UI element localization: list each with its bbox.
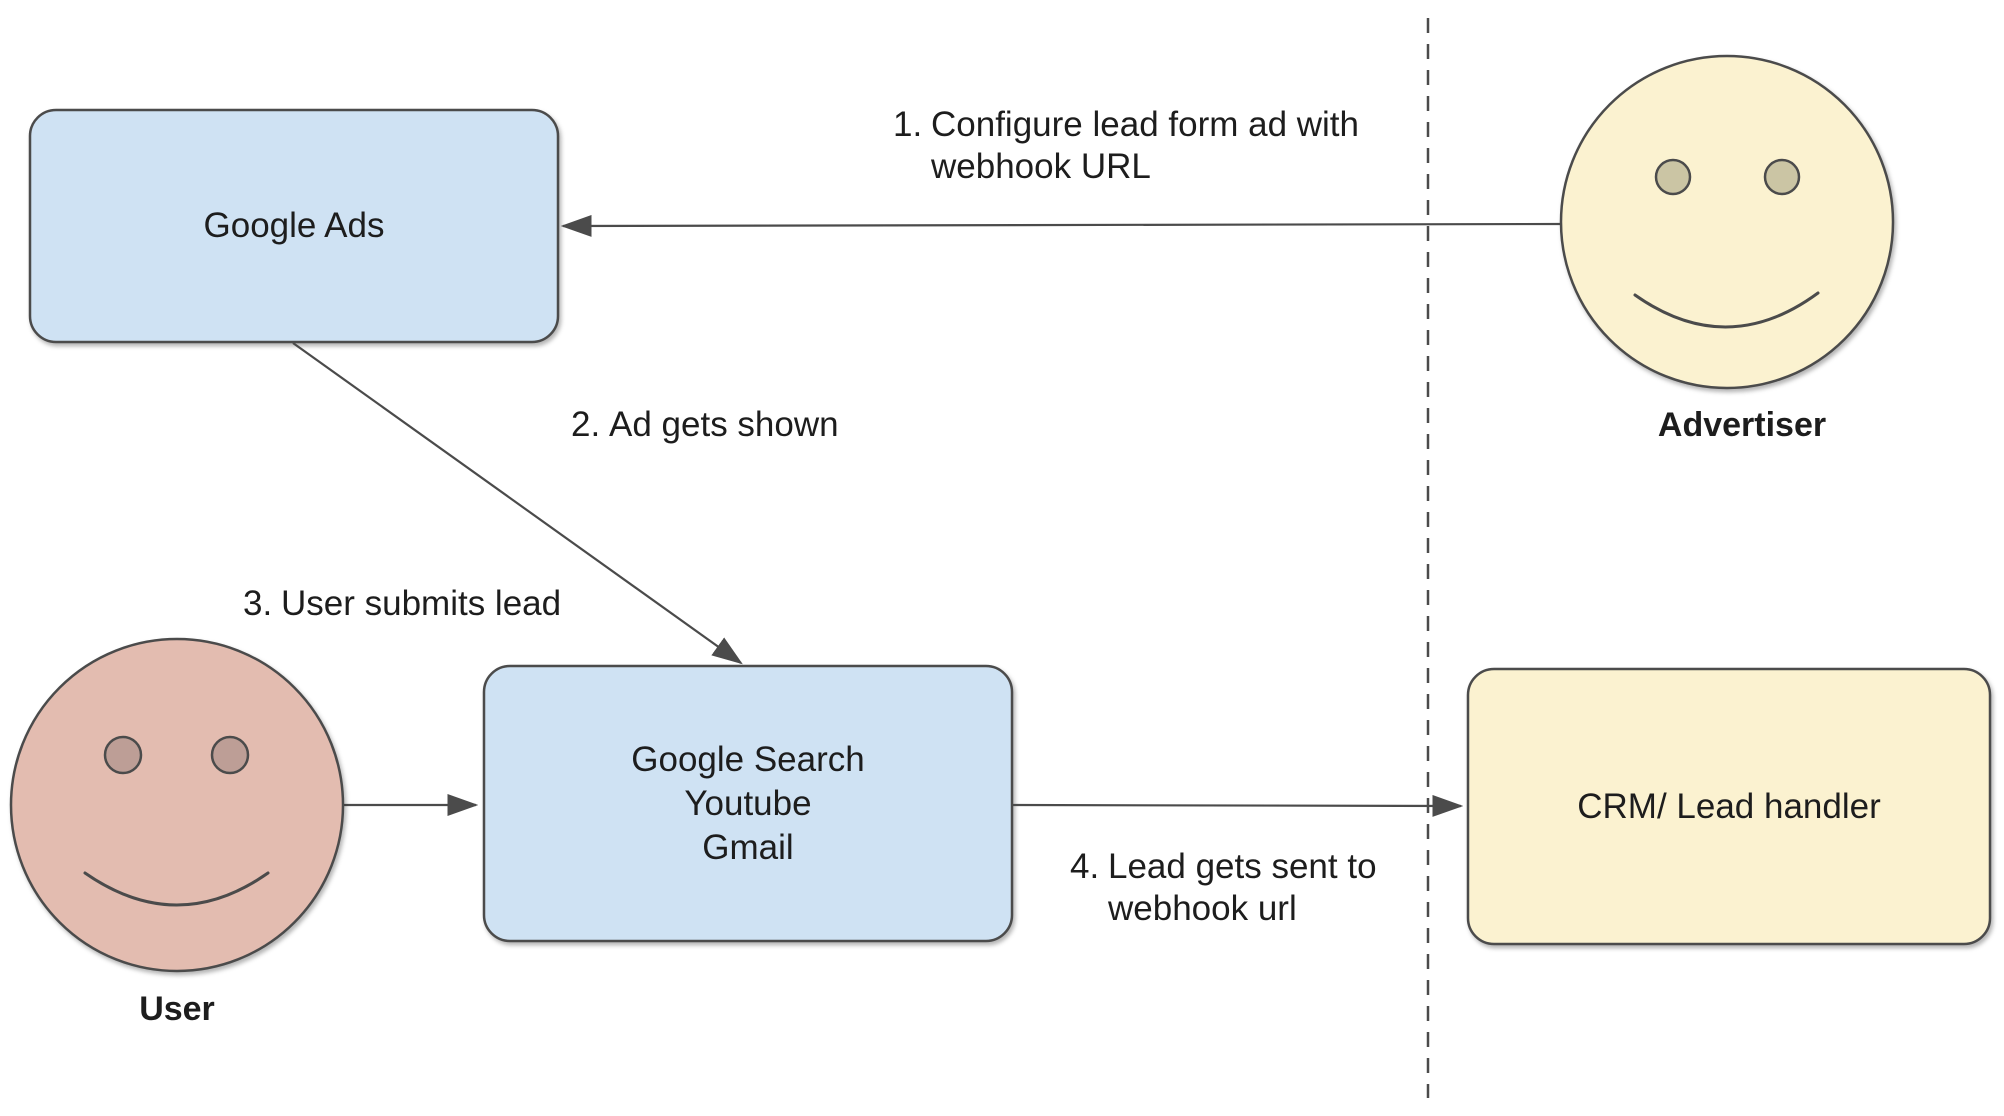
google-surfaces-box	[482, 664, 1014, 943]
user-smile	[83, 871, 270, 907]
arrow-configure-lead-form	[560, 214, 1563, 237]
step-4-number: 4.	[1070, 847, 1100, 886]
advertiser-right-eye	[1763, 158, 1801, 196]
step-2-text-line-1: Ad gets shown	[609, 405, 839, 444]
step-2-number: 2.	[571, 405, 601, 444]
advertiser-left-eye	[1654, 158, 1692, 196]
step-3-text-line-1: User submits lead	[281, 584, 562, 623]
user-face-icon	[9, 637, 345, 973]
step-4-label: 4. Lead gets sent to webhook url	[1070, 846, 1377, 930]
google-surfaces-label-line-2: Youtube	[684, 783, 812, 823]
step-4-text-line-2: webhook url	[1108, 889, 1297, 928]
crm-label: CRM/ Lead handler	[1577, 786, 1881, 826]
step-1-text-line-2: webhook URL	[931, 147, 1151, 186]
user-head	[9, 637, 345, 973]
google-ads-box	[28, 108, 560, 344]
arrow-ad-gets-shown	[292, 342, 743, 665]
step-3-number: 3.	[243, 584, 273, 623]
crm-box	[1466, 667, 1992, 946]
google-ads-label: Google Ads	[203, 206, 385, 245]
google-surfaces-label-line-3: Gmail	[702, 827, 794, 867]
step-1-label: 1. Configure lead form ad with webhook U…	[893, 104, 1359, 188]
step-4-text-line-1: Lead gets sent to	[1108, 847, 1377, 886]
step-1-text-line-1: Configure lead form ad with	[931, 105, 1359, 144]
google-surfaces-label-line-1: Google Search	[631, 739, 865, 779]
user-right-eye	[210, 735, 250, 775]
advertiser-face-icon	[1559, 54, 1895, 390]
step-2-label: 2. Ad gets shown	[571, 404, 839, 446]
advertiser-label: Advertiser	[1657, 406, 1827, 444]
user-label: User	[139, 990, 215, 1028]
step-1-number: 1.	[893, 105, 923, 144]
step-3-label: 3. User submits lead	[243, 583, 561, 625]
google-surfaces-label: Google Search Youtube Gmail	[484, 666, 1012, 941]
advertiser-head	[1559, 54, 1895, 390]
arrow-lead-to-webhook	[1011, 794, 1464, 817]
user-left-eye	[103, 735, 143, 775]
advertiser-smile	[1633, 291, 1820, 329]
